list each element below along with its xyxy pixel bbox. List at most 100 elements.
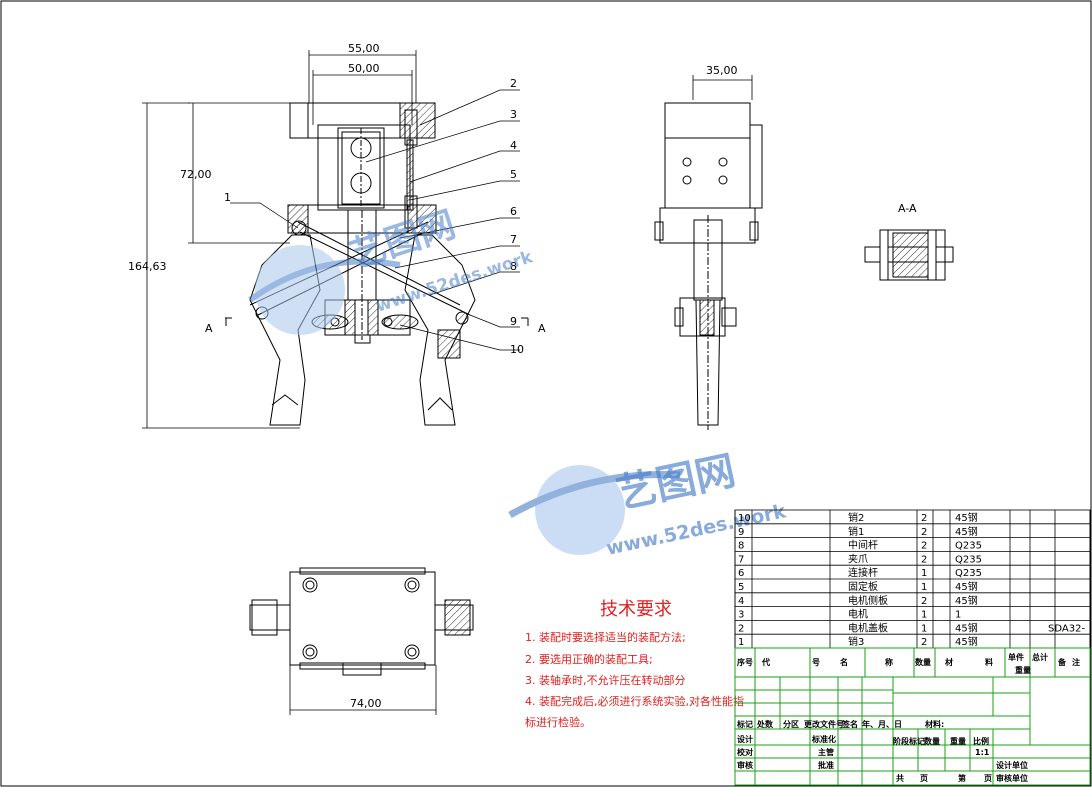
section-mark-left: A [205, 322, 213, 335]
tech-req-item-1: 1. 装配时要选择适当的装配方法; [525, 630, 686, 644]
dim-35: 35,00 [706, 64, 738, 77]
tb-design: 设计 [737, 734, 753, 744]
leader-label-9: 9 [510, 315, 517, 328]
bom-cell-name: 销1 [848, 525, 864, 538]
bom-cell-material: 45钢 [955, 580, 978, 593]
bom-cell-qty: 1 [921, 582, 927, 593]
bom-cell-note: SDA32- [1048, 623, 1085, 634]
tb-material: 材料: [925, 719, 944, 729]
bom-header-no: 序号 [737, 657, 753, 667]
tb-chief: 主管 [818, 747, 834, 757]
bom-cell-material: 45钢 [955, 621, 978, 634]
bom-cell-material: Q235 [955, 568, 982, 579]
bom-cell-name: 连接杆 [848, 566, 878, 579]
bom-cell-qty: 2 [921, 527, 927, 538]
tb-page-no: 第 [958, 773, 966, 783]
front-dimensions [142, 50, 753, 715]
bom-header-note-b: 注 [1072, 657, 1080, 667]
top-housing [289, 571, 436, 666]
bom-cell-material: 1 [955, 610, 961, 621]
bom-cell-material: 45钢 [955, 511, 978, 524]
bom-cell-qty: 1 [921, 623, 927, 634]
bom-cell-no: 3 [738, 610, 744, 621]
section-aa-label: A-A [898, 202, 917, 215]
bom-cell-no: 6 [738, 568, 744, 579]
bom-header-unit: 单件 [1008, 652, 1024, 662]
bom-cell-name: 电机 [848, 608, 868, 621]
bom-cell-no: 1 [738, 637, 744, 648]
bom-header-note-a: 备 [1057, 657, 1067, 667]
front-view [225, 102, 529, 426]
bom-header-weight: 重量 [1015, 665, 1031, 675]
bom-cell-no: 2 [738, 623, 744, 634]
tb-scale-value: 1:1 [975, 748, 990, 757]
tb-check: 校对 [737, 747, 753, 757]
watermark-small [248, 245, 401, 335]
side-view [654, 102, 763, 430]
tb-standard: 标准化 [811, 734, 836, 744]
leader-label-8: 8 [510, 260, 517, 273]
tb-date: 年、月、日 [862, 719, 902, 729]
leader-label-6: 6 [510, 205, 517, 218]
bom-cell-qty: 2 [921, 541, 927, 552]
tb-total: 共 [896, 773, 904, 783]
tech-req-item-2: 2. 要选用正确的装配工具; [525, 652, 653, 666]
bom-cell-name: 电机侧板 [848, 594, 888, 607]
leader-lines [230, 89, 520, 351]
dim-55: 55,00 [348, 42, 380, 55]
leader-label-2: 2 [510, 77, 517, 90]
title-block [734, 647, 1091, 786]
tech-req-item-3: 3. 装轴承时,不允许压在转动部分 [525, 673, 686, 687]
bom-header-total: 总计 [1032, 652, 1048, 662]
bom-header-name-a: 名 [840, 657, 848, 667]
bom-cell-name: 销3 [848, 635, 864, 648]
tech-req-item-5: 标进行检验。 [525, 715, 591, 729]
section-aa-view [864, 229, 954, 281]
tb-change-doc: 更改文件号 [804, 719, 844, 729]
tb-pages: 页 [920, 774, 928, 783]
tb-scale: 比例 [973, 736, 989, 746]
watermark-large-name: 艺图网 [613, 448, 740, 518]
bom-cell-name: 销2 [848, 511, 864, 524]
tb-qty: 数量 [924, 736, 940, 746]
top-view [249, 567, 474, 676]
leader-label-1: 1 [224, 191, 231, 204]
bom-cell-no: 9 [738, 527, 744, 538]
tb-zone: 分区 [783, 719, 799, 729]
dim-50: 50,00 [348, 62, 380, 75]
bom-header-mat-b: 料 [985, 657, 993, 667]
dim-164: 164,63 [128, 260, 167, 273]
leader-label-5: 5 [510, 168, 517, 181]
bom-header-name-b: 称 [885, 657, 893, 667]
bom-cell-no: 4 [738, 596, 744, 607]
leader-label-10: 10 [510, 343, 524, 356]
bom-header-code-b: 号 [812, 658, 820, 667]
bom-cell-material: 45钢 [955, 525, 978, 538]
bom-cell-material: 45钢 [955, 635, 978, 648]
bom-header-code-a: 代 [761, 657, 770, 667]
bom-cell-name: 夹爪 [848, 552, 868, 565]
tb-page: 页 [984, 774, 992, 783]
dim-72: 72,00 [180, 168, 212, 181]
bom-cell-no: 7 [738, 554, 744, 565]
bom-cell-name: 中间杆 [848, 539, 878, 552]
tb-design-unit: 设计单位 [996, 760, 1028, 770]
tb-review: 审核 [737, 760, 753, 770]
tb-review-unit: 审核单位 [996, 773, 1028, 783]
bom-cell-no: 8 [738, 541, 744, 552]
bom-header-mat-a: 材 [945, 657, 953, 667]
tech-req-title: 技术要求 [600, 599, 672, 620]
tb-mark: 标记 [736, 719, 753, 729]
leader-label-7: 7 [510, 233, 517, 246]
tb-sign: 签名 [841, 719, 858, 729]
bom-cell-material: Q235 [955, 541, 982, 552]
section-mark-right: A [538, 322, 546, 335]
bom-cell-qty: 1 [921, 610, 927, 621]
leader-label-3: 3 [510, 108, 517, 121]
bom-cell-qty: 2 [921, 596, 927, 607]
bom-cell-qty: 2 [921, 637, 927, 648]
side-motor-housing [664, 102, 751, 209]
bom-cell-material: 45钢 [955, 594, 978, 607]
bom-cell-name: 固定板 [848, 580, 878, 593]
bom-cell-qty: 2 [921, 513, 927, 524]
